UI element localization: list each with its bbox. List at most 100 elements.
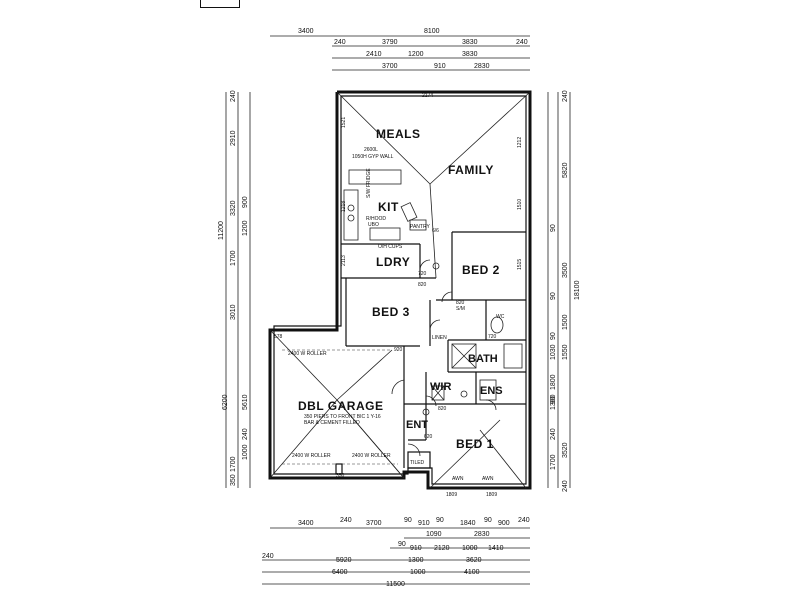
dim-right-overall: 18100	[574, 280, 581, 300]
dim-left-1-c: 3320	[230, 200, 237, 216]
dim-right-1-b: 5820	[562, 162, 569, 178]
note-roller-right: 2400 W ROLLER	[352, 453, 391, 459]
dim-bot-6-a: 11500	[386, 581, 405, 588]
room-kit: KIT	[378, 200, 399, 214]
smoke-alarms	[422, 262, 440, 416]
plan-notes: 2600L 1050H GYP WALL 350 PIERS TO FRONT …	[288, 147, 494, 482]
dim-right-1-k: 240	[562, 480, 569, 492]
dim-inner-820b: 820	[456, 300, 465, 306]
title-block-tag	[200, 0, 240, 8]
dim-bot-1-e: 910	[418, 520, 430, 527]
room-tiled: TILED	[410, 460, 425, 466]
dim-right-2-d: 1550	[562, 344, 569, 360]
dim-top-2-c: 3830	[462, 39, 478, 46]
room-garage: DBL GARAGE	[298, 399, 383, 413]
dim-right-1-g: 1300	[550, 394, 557, 410]
dim-inner-1515: 1515	[517, 259, 523, 270]
note-oh-cups: O/H CUPS	[378, 244, 403, 250]
dim-left-2-d: 240	[242, 428, 249, 440]
dim-top-2-a: 240	[334, 39, 346, 46]
dim-right-2-a: 90	[550, 224, 557, 232]
dim-bot-4-c: 1300	[408, 557, 424, 564]
dim-top-2-d: 240	[516, 39, 528, 46]
note-garage-fill: BAR & CEMENT FILLED	[304, 420, 360, 426]
room-ldry: LDRY	[376, 255, 410, 269]
dim-inner-1809b: 1809	[486, 492, 497, 498]
dim-bot-4-d: 3620	[466, 557, 482, 564]
dim-left-1-a: 240	[230, 90, 237, 102]
dim-bot-1-h: 90	[484, 517, 492, 524]
dim-inner-1809a: 1809	[446, 492, 457, 498]
dim-bot-1-c: 3700	[366, 520, 382, 527]
dim-left-2-c: 5610	[242, 394, 249, 410]
dim-bot-5-a: 6400	[332, 569, 348, 576]
dim-right-1-d: 1500	[562, 314, 569, 330]
dim-bot-3-e: 1410	[488, 545, 504, 552]
dim-top-3-a: 2410	[366, 51, 382, 58]
dim-inner-1212: 1212	[517, 137, 523, 148]
dim-inner-720b: 720	[488, 334, 497, 340]
dim-left-1-d: 1700	[230, 250, 237, 266]
dim-bot-2-b: 2830	[474, 531, 490, 538]
dim-left-1-f: 6200	[222, 394, 229, 410]
dim-top-4-a: 3700	[382, 63, 398, 70]
room-wir: WIR	[430, 381, 451, 393]
note-roller-left: 2400 W ROLLER	[292, 453, 331, 459]
dim-bot-1-j: 240	[518, 517, 530, 524]
dim-right-1-h: 240	[550, 428, 557, 440]
dim-bot-1-a: 3400	[298, 520, 314, 527]
note-awning-1: AWN	[452, 476, 464, 482]
dim-left-2-e: 1000	[242, 444, 249, 460]
note-ubo: UBO	[368, 222, 379, 228]
note-awning-2: AWN	[482, 476, 494, 482]
dim-bot-1-i: 900	[498, 520, 510, 527]
dimensions-right: 18100 240 5820 3500 1500 1030 1800 1300 …	[550, 90, 581, 492]
dim-right-1-c: 3500	[562, 262, 569, 278]
room-wc: WC	[496, 314, 505, 320]
dim-bot-3-a: 90	[398, 541, 406, 548]
room-ens: ENS	[480, 385, 503, 397]
dim-right-1-a: 240	[562, 90, 569, 102]
dim-right-1-f: 1800	[550, 374, 557, 390]
dim-right-2-e: 90	[550, 396, 557, 404]
dim-bot-1-b: 240	[340, 517, 352, 524]
dim-left-1-e: 3010	[230, 304, 237, 320]
dim-bot-1-d: 90	[404, 517, 412, 524]
dim-top-1-b: 8100	[424, 28, 440, 35]
dim-left-2-a: 900	[242, 196, 249, 208]
dim-inner-2174: 2174	[422, 93, 433, 99]
dim-left-1-g: 1700	[230, 456, 237, 472]
dimension-lines	[225, 35, 571, 585]
dim-right-2-c: 90	[550, 332, 557, 340]
kitchen-fixtures	[343, 169, 427, 241]
dim-bot-1-f: 90	[436, 517, 444, 524]
dimensions-bottom: 3400 240 3700 90 910 90 1840 90 900 240 …	[262, 517, 530, 588]
dim-inner-66: 6/6	[432, 228, 439, 234]
dim-bot-3-c: 2120	[434, 545, 450, 552]
room-ent: ENT	[406, 419, 428, 431]
dim-left-2-b: 1200	[242, 220, 249, 236]
dim-inner-920: 920	[394, 347, 403, 353]
note-wall-type: 1050H GYP WALL	[352, 154, 394, 160]
note-fridge: S/W FRIDGE	[366, 168, 372, 198]
inner-dimensions: 720 820 820 920 720 820 620 350 1809 180…	[274, 93, 523, 498]
room-linen: LINEN	[432, 335, 447, 341]
dim-bot-5-c: 4100	[464, 569, 480, 576]
dim-top-4-c: 2830	[474, 63, 490, 70]
dim-bot-4-a: 240	[262, 553, 274, 560]
dim-bot-1-g: 1840	[460, 520, 476, 527]
dim-bot-5-b: 1000	[410, 569, 426, 576]
dim-inner-350: 350	[336, 473, 345, 479]
dim-inner-578: 578	[274, 334, 283, 340]
dim-left-1-b: 2910	[230, 130, 237, 146]
dim-right-1-j: 3520	[562, 442, 569, 458]
dim-inner-1521: 1521	[341, 117, 347, 128]
note-rangehood: R/HOOD	[366, 216, 386, 222]
note-roller-top: 2400 W ROLLER	[288, 351, 327, 357]
dim-right-1-i: 1700	[550, 454, 557, 470]
room-pantry: PANTRY	[410, 224, 430, 230]
dim-bot-4-b: 5920	[336, 557, 352, 564]
dim-top-2-b: 3790	[382, 39, 398, 46]
dimensions-left: 11200 240 2910 3320 1700 3010 6200 1700 …	[218, 90, 249, 486]
